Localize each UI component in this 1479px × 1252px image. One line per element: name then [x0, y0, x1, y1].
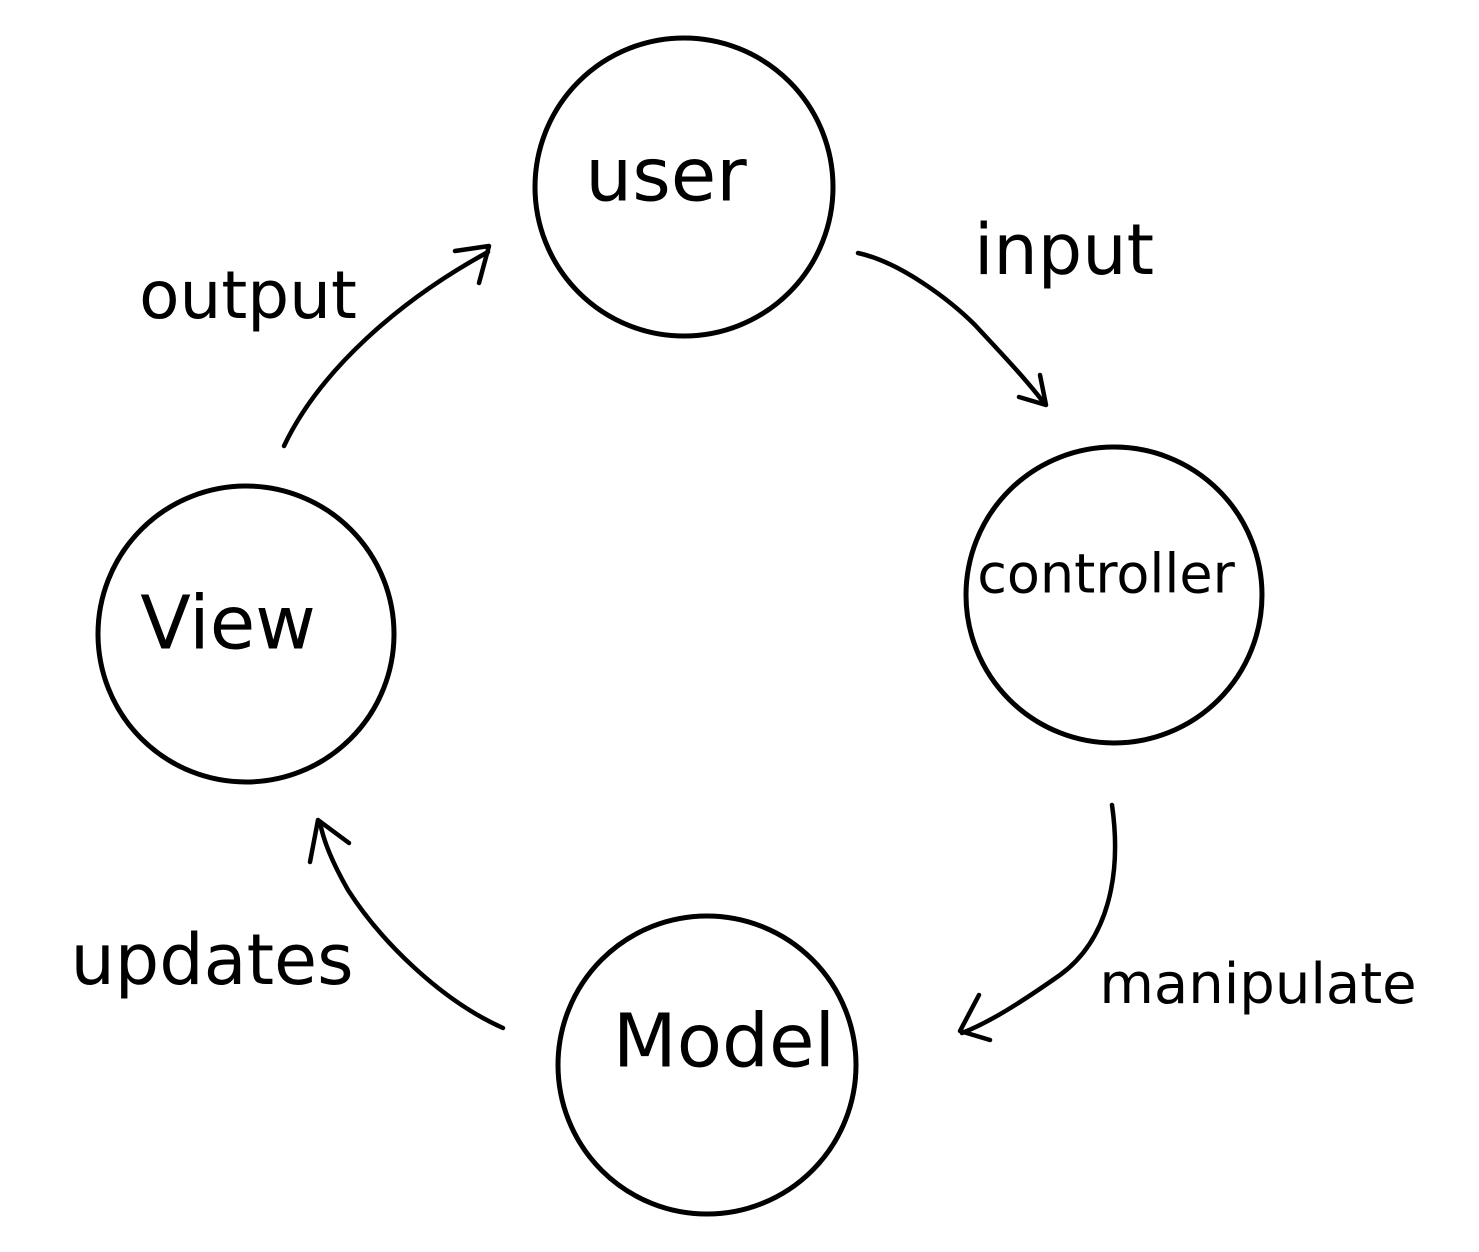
- node-view-circle: [95, 483, 397, 785]
- node-user: user: [532, 35, 836, 339]
- node-controller-circle: [963, 444, 1265, 746]
- node-user-label: user: [585, 133, 747, 219]
- node-user-circle: [532, 35, 836, 339]
- node-controller-label: controller: [977, 543, 1235, 606]
- edge-input-label: input: [974, 209, 1154, 291]
- node-model: Model: [555, 913, 859, 1217]
- edge-output: output: [139, 243, 492, 449]
- edge-updates-line: [317, 819, 506, 1031]
- edge-input: input: [855, 209, 1154, 408]
- edge-manipulate-arrowhead: [957, 992, 993, 1043]
- edge-updates: updates: [70, 817, 506, 1031]
- node-model-label: Model: [613, 999, 835, 1085]
- node-model-circle: [555, 913, 859, 1217]
- node-view-label: View: [140, 581, 316, 667]
- edge-output-arrowhead: [452, 243, 492, 286]
- edge-input-line: [855, 250, 1047, 406]
- edge-manipulate-line: [959, 802, 1118, 1036]
- node-controller: controller: [963, 444, 1265, 746]
- edge-manipulate-label: manipulate: [1099, 952, 1416, 1017]
- edge-output-label: output: [139, 257, 357, 334]
- edge-output-line: [281, 249, 491, 449]
- edge-updates-label: updates: [70, 919, 353, 1001]
- edge-manipulate: manipulate: [957, 802, 1417, 1043]
- node-view: View: [95, 483, 397, 785]
- edge-input-arrowhead: [1016, 372, 1049, 408]
- edge-updates-arrowhead: [307, 817, 352, 865]
